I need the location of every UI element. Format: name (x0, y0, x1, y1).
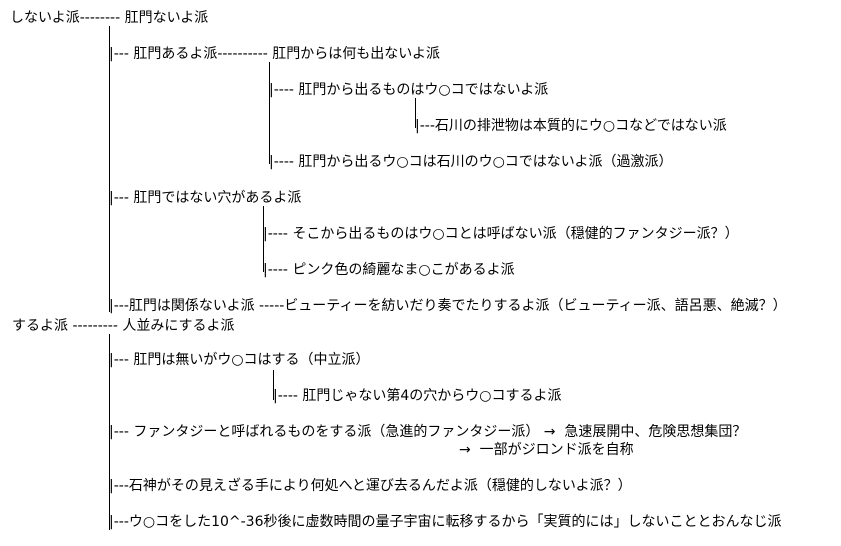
node-suruyo: するよ派 --------- 人並みにするよ派 (12, 318, 235, 334)
node-shinaiyo: しないよ派-------- 肛門ないよ派 (10, 10, 209, 26)
node-dai4-ana: |---- 肛門じゃない第4の穴からウ○コするよ派 (273, 388, 562, 404)
node-ishigami: |---石神がその見えざる手により何処へと運び去るんだよ派（穏健的しないよ派？） (109, 478, 632, 494)
branch-line-ana (263, 206, 264, 272)
node-ishikawa-honshitsu: |---石川の排泄物は本質的にウ○コなどではない派 (415, 118, 727, 134)
branch-line-uko-denai (415, 98, 416, 128)
node-gironde: → 一部がジロンド派を自称 (459, 442, 634, 458)
node-chuuritsu: |--- 肛門は無いがウ○コはする（中立派） (109, 352, 370, 368)
branch-line-aru (269, 62, 270, 164)
node-denai-uko: |---- 肛門から出るものはウ○コではないよ派 (269, 82, 549, 98)
node-ryoushi: |---ウ○コをした10^-36秒後に虚数時間の量子宇宙に転移するから「実質的に… (109, 514, 782, 530)
node-pink: |---- ピンク色の綺麗なま○こがあるよ派 (263, 262, 515, 278)
node-kyuushin-fantasy: |--- ファンタジーと呼ばれるものをする派（急進的ファンタジー派） → 急速展… (109, 424, 747, 440)
node-onken-fantasy: |---- そこから出るものはウ○コとは呼ばない派（穏健的ファンタジー派？） (263, 226, 739, 242)
node-beauty: |---肛門は関係ないよ派 -----ビューティーを紡いだり奏でたりするよ派（ビ… (109, 298, 787, 314)
node-ana-aru: |--- 肛門ではない穴があるよ派 (109, 190, 302, 206)
node-kagekiha: |---- 肛門から出るウ○コは石川のウ○コではないよ派（過激派） (269, 154, 673, 170)
trunk-line-suru (109, 334, 110, 530)
branch-line-chuuritsu (273, 370, 274, 400)
trunk-line-shinai (109, 26, 110, 312)
node-koumon-aru: |--- 肛門あるよ派---------- 肛門からは何も出ないよ派 (109, 46, 441, 62)
